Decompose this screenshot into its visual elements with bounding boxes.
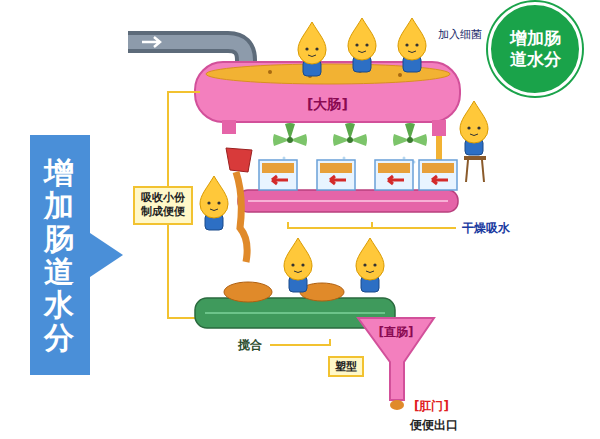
node-text: 塑型 (335, 359, 357, 374)
side-banner: 增加肠道水分 (30, 135, 125, 375)
rectum-funnel: [直肠] (358, 318, 434, 358)
part-label: 便便出口 (410, 417, 458, 434)
step-label: 加入细菌 (438, 27, 482, 42)
node-text: [大肠] (307, 96, 348, 114)
node-text: 增加肠 道水分 (506, 28, 564, 71)
title-circle: 增加肠 道水分 (488, 2, 582, 96)
part-label: [肛门] (414, 398, 449, 415)
process-box: 吸收小份 制成便便 (133, 186, 193, 225)
node-text: 吸收小份 制成便便 (138, 191, 188, 220)
process-box: 塑型 (328, 356, 364, 377)
colon-tube: [大肠] (195, 62, 460, 122)
node-text: [直肠] (379, 324, 414, 341)
step-label: 搅合 (238, 337, 262, 354)
step-label: 干燥吸水 (462, 220, 510, 237)
node-text: 增加肠道水分 (44, 156, 74, 354)
